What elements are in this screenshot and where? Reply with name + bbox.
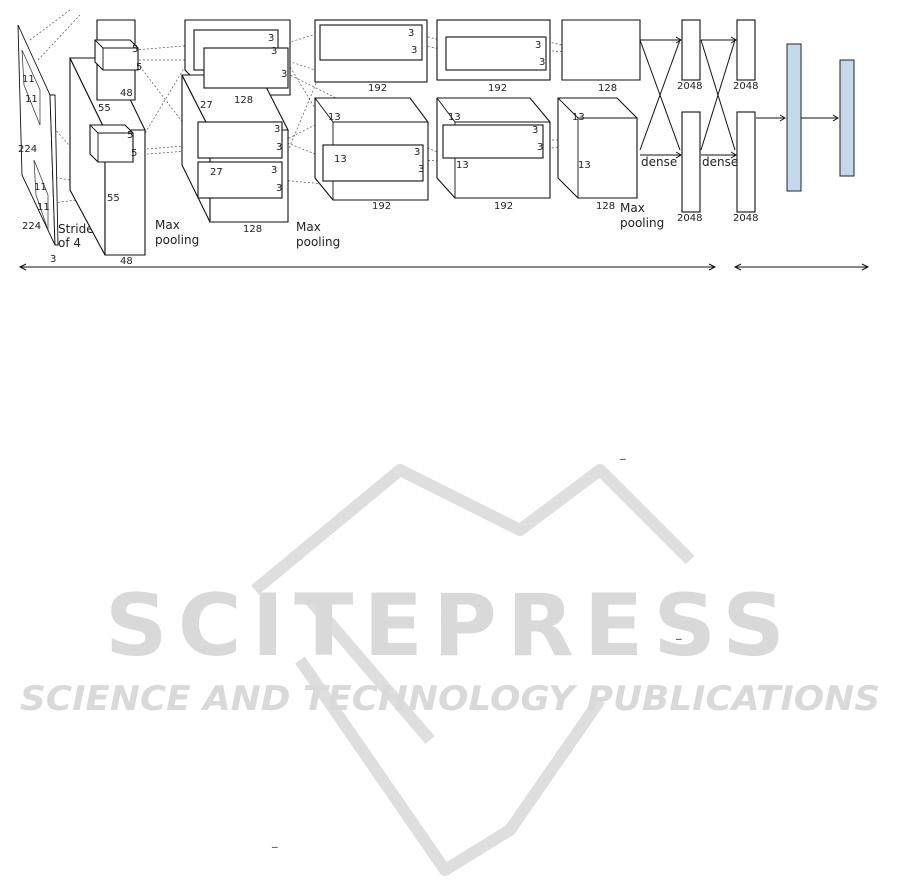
pool2-label-2: pooling <box>296 235 340 249</box>
conv2-size-a: 27 <box>200 100 213 111</box>
pool2-label: Max <box>296 220 321 234</box>
conv1-kernel-d: 5 <box>131 148 137 159</box>
input-size-b: 224 <box>22 221 41 232</box>
conv4-size-a: 13 <box>448 112 461 123</box>
alexnet-architecture-diagram: 11 11 224 11 11 224 3 Stride of 4 5 5 48… <box>0 0 901 290</box>
conv1-size-a: 55 <box>98 103 111 114</box>
conv2-size-b: 27 <box>210 167 223 178</box>
conv4-depth-bottom: 192 <box>494 201 513 212</box>
output-vectors <box>756 44 854 191</box>
watermark-title: SCITEPRESS <box>105 576 795 676</box>
stride-label-2: of 4 <box>58 236 81 250</box>
conv2-depth-bottom: 128 <box>243 224 262 235</box>
input-kernel-d: 11 <box>37 202 50 213</box>
conv2-k7: 3 <box>276 183 282 194</box>
input-kernel-a: 11 <box>22 74 35 85</box>
input-kernel-b: 11 <box>25 94 38 105</box>
conv2-k6: 3 <box>271 165 277 176</box>
conv5-volume: 128 13 13 128 Max pooling <box>558 20 664 230</box>
conv2-k1: 3 <box>268 33 274 44</box>
conv4-depth-top: 192 <box>488 83 507 94</box>
conv5-size-b: 13 <box>578 160 591 171</box>
output-vector <box>840 60 854 176</box>
dense-u3: 2048 <box>677 213 702 224</box>
stray-mark-2: _ <box>675 627 682 640</box>
conv2-depth-top: 128 <box>234 95 253 106</box>
conv1-kernel-a: 5 <box>132 44 138 55</box>
stray-mark-1: _ <box>619 447 626 460</box>
watermark-subtitle: SCIENCE AND TECHNOLOGY PUBLICATIONS <box>20 679 880 719</box>
pool1-label-2: pooling <box>155 233 199 247</box>
stray-mark-3: _ <box>271 835 278 848</box>
conv5-size-a: 13 <box>572 112 585 123</box>
input-kernel-c: 11 <box>34 182 47 193</box>
dense-label-1: dense <box>641 155 677 169</box>
conv5-depth-bottom: 128 <box>596 201 615 212</box>
conv4-k3: 3 <box>532 125 538 136</box>
pool5-label-2: pooling <box>620 216 664 230</box>
conv3-depth-top: 192 <box>368 83 387 94</box>
conv5-depth-top: 128 <box>598 83 617 94</box>
input-size-a: 224 <box>18 144 37 155</box>
conv3-depth-bottom: 192 <box>372 201 391 212</box>
input-channels: 3 <box>50 254 56 265</box>
conv3-volume: 3 3 192 13 13 3 3 192 <box>315 20 428 212</box>
conv3-k3: 3 <box>414 147 420 158</box>
dense-u2: 2048 <box>733 81 758 92</box>
pool1-label: Max <box>155 218 180 232</box>
conv3-size-b: 13 <box>334 154 347 165</box>
conv4-k4: 3 <box>537 142 543 153</box>
conv1-kernel-b: 5 <box>136 62 142 73</box>
conv4-volume: 3 3 192 13 3 3 13 192 <box>437 20 550 212</box>
span-arrows <box>20 264 868 270</box>
conv3-k1: 3 <box>408 28 414 39</box>
dense-u1: 2048 <box>677 81 702 92</box>
conv3-k2: 3 <box>411 45 417 56</box>
conv1-kernel-c: 5 <box>127 130 133 141</box>
dense-u4: 2048 <box>733 213 758 224</box>
conv1-depth-top: 48 <box>120 88 133 99</box>
conv4-k2: 3 <box>539 57 545 68</box>
pool5-label: Max <box>620 201 645 215</box>
conv4-k1: 3 <box>535 40 541 51</box>
conv2-k2: 3 <box>271 46 277 57</box>
conv2-k3: 3 <box>281 69 287 80</box>
conv2-k4: 3 <box>274 124 280 135</box>
conv3-k4: 3 <box>418 164 424 175</box>
conv1-depth-bottom: 48 <box>120 256 133 267</box>
dense-label-2: dense <box>702 155 738 169</box>
dense-layers: 2048 2048 dense dense 2048 2048 <box>640 20 758 224</box>
conv1-size-b: 55 <box>107 193 120 204</box>
conv3-size-a: 13 <box>328 112 341 123</box>
conv4-size-b: 13 <box>456 160 469 171</box>
feature-vector <box>787 44 801 191</box>
conv2-k5: 3 <box>276 142 282 153</box>
